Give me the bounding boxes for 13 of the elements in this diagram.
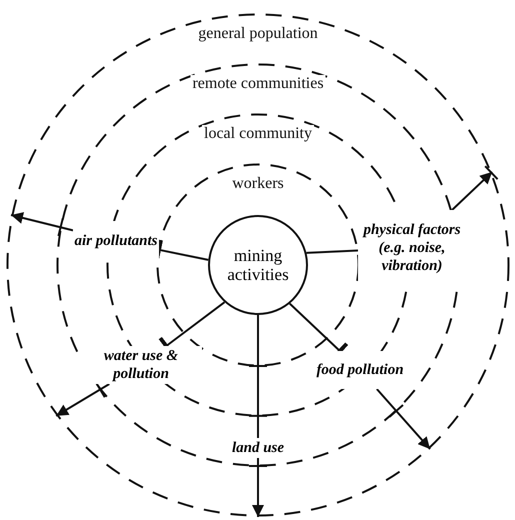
impact-label: water use & pollution [80, 346, 202, 384]
ring-label: general population [196, 25, 320, 43]
dashed-ring [6, 13, 510, 517]
arrow [451, 171, 493, 211]
circle-node: mining activities [208, 215, 308, 315]
connector-line [306, 250, 358, 254]
arrow [10, 212, 74, 232]
arrow [376, 388, 431, 450]
impact-label: air pollutants [73, 221, 159, 261]
connector-line [257, 315, 259, 438]
arrow [252, 458, 264, 517]
ring-label: local community [202, 125, 314, 143]
arrow [56, 383, 110, 417]
